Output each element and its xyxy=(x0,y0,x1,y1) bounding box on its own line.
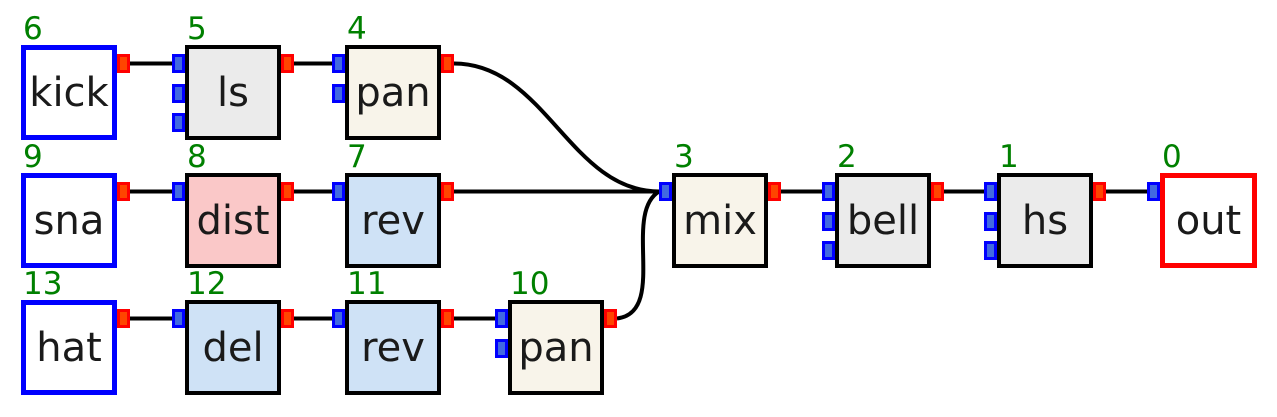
node-label: pan xyxy=(355,69,431,116)
input-port[interactable] xyxy=(984,241,997,260)
node-label: sna xyxy=(33,197,105,244)
input-port[interactable] xyxy=(984,182,997,201)
input-port[interactable] xyxy=(332,182,345,201)
node-index: 7 xyxy=(347,139,367,175)
input-port[interactable] xyxy=(332,309,345,328)
node-label: mix xyxy=(683,197,757,244)
input-port[interactable] xyxy=(822,182,835,201)
output-port[interactable] xyxy=(117,309,130,328)
node-index: 8 xyxy=(187,139,207,175)
node-label: hs xyxy=(1021,197,1069,244)
node-del-12[interactable]: 12 del xyxy=(172,269,294,395)
node-label: out xyxy=(1175,197,1242,244)
node-ls-5[interactable]: 5 ls xyxy=(172,14,294,140)
node-rev-7[interactable]: 7 rev xyxy=(332,142,454,268)
node-index: 9 xyxy=(23,139,43,175)
input-port[interactable] xyxy=(172,113,185,132)
output-port[interactable] xyxy=(441,309,454,328)
node-pan-10[interactable]: 10 pan xyxy=(495,269,617,395)
wire-pan-to-mix xyxy=(453,61,660,194)
node-index: 4 xyxy=(347,11,367,47)
input-port[interactable] xyxy=(984,212,997,231)
node-hat-13[interactable]: 13 hat xyxy=(21,269,130,395)
node-label: kick xyxy=(29,69,109,116)
output-port[interactable] xyxy=(117,54,130,73)
input-port[interactable] xyxy=(172,84,185,103)
input-port[interactable] xyxy=(332,84,345,103)
output-port[interactable] xyxy=(281,54,294,73)
input-port[interactable] xyxy=(822,241,835,260)
input-port[interactable] xyxy=(822,212,835,231)
input-port[interactable] xyxy=(495,309,508,328)
input-port[interactable] xyxy=(1147,182,1160,201)
node-index: 10 xyxy=(510,266,550,302)
node-label: rev xyxy=(361,197,425,244)
node-index: 11 xyxy=(347,266,387,302)
node-label: dist xyxy=(196,197,270,244)
node-rev-11[interactable]: 11 rev xyxy=(332,269,454,395)
input-port[interactable] xyxy=(172,54,185,73)
node-index: 5 xyxy=(187,11,207,47)
output-port[interactable] xyxy=(1093,182,1106,201)
node-index: 1 xyxy=(999,139,1019,175)
node-dist-8[interactable]: 8 dist xyxy=(172,142,294,268)
output-port[interactable] xyxy=(117,182,130,201)
node-index: 13 xyxy=(23,266,63,302)
output-port[interactable] xyxy=(281,309,294,328)
input-port[interactable] xyxy=(172,309,185,328)
input-port[interactable] xyxy=(172,182,185,201)
output-port[interactable] xyxy=(931,182,944,201)
input-port[interactable] xyxy=(332,54,345,73)
node-label: pan xyxy=(518,324,594,371)
node-index: 3 xyxy=(674,139,694,175)
node-label: rev xyxy=(361,324,425,371)
output-port[interactable] xyxy=(768,182,781,201)
input-port[interactable] xyxy=(495,339,508,358)
node-out-0[interactable]: 0 out xyxy=(1147,142,1257,268)
node-bell-2[interactable]: 2 bell xyxy=(822,142,944,268)
node-index: 12 xyxy=(187,266,227,302)
node-kick-6[interactable]: 6 kick xyxy=(21,14,130,140)
output-port[interactable] xyxy=(281,182,294,201)
node-label: hat xyxy=(36,324,102,371)
node-index: 6 xyxy=(23,11,43,47)
node-label: bell xyxy=(846,197,920,244)
node-mix-3[interactable]: 3 mix xyxy=(659,142,781,268)
output-port[interactable] xyxy=(441,54,454,73)
output-port[interactable] xyxy=(441,182,454,201)
input-port[interactable] xyxy=(659,182,672,201)
node-index: 2 xyxy=(837,139,857,175)
wire-pan-to-mix xyxy=(616,189,661,321)
node-label: ls xyxy=(217,69,249,116)
node-index: 0 xyxy=(1162,139,1182,175)
node-label: del xyxy=(202,324,264,371)
node-pan-4[interactable]: 4 pan xyxy=(332,14,454,140)
node-sna-9[interactable]: 9 sna xyxy=(21,142,130,268)
output-port[interactable] xyxy=(604,309,617,328)
